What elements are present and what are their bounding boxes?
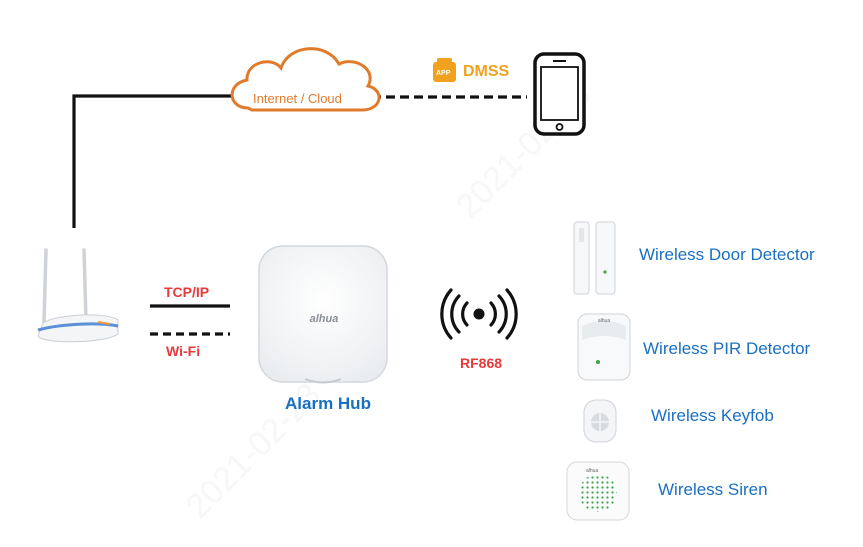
router-icon: [37, 248, 119, 343]
svg-text:alhua: alhua: [598, 318, 610, 324]
rf-signal-icon: [440, 288, 518, 340]
watermark: 2021-02-23 2021-02-23: [179, 76, 599, 526]
tcpip-label: TCP/IP: [164, 284, 210, 300]
app-badge-text: APP: [436, 70, 451, 77]
device-label-keyfob: Wireless Keyfob: [651, 406, 774, 425]
cloud-label: Internet / Cloud: [253, 91, 342, 106]
app-badge-icon: [433, 58, 456, 82]
cloud-icon: [230, 47, 381, 112]
device-label-siren: Wireless Siren: [658, 480, 768, 499]
app-name: DMSS: [463, 63, 510, 80]
keyfob-icon: [583, 399, 617, 443]
device-label-pir-detector: Wireless PIR Detector: [643, 339, 811, 358]
wifi-label: Wi-Fi: [166, 343, 201, 359]
smartphone-icon: [533, 52, 586, 136]
pir-detector-icon: alhua: [577, 313, 631, 381]
svg-text:alhua: alhua: [310, 313, 339, 325]
svg-text:alhua: alhua: [586, 468, 598, 474]
device-label-door-detector: Wireless Door Detector: [639, 245, 815, 264]
door-detector-icon: [573, 221, 616, 295]
hub-label: Alarm Hub: [285, 394, 371, 413]
wired-link-line: [72, 94, 236, 228]
alarm-hub-icon: alhua: [258, 245, 388, 384]
siren-icon: alhua: [566, 461, 630, 521]
rf-label: RF868: [460, 355, 503, 371]
